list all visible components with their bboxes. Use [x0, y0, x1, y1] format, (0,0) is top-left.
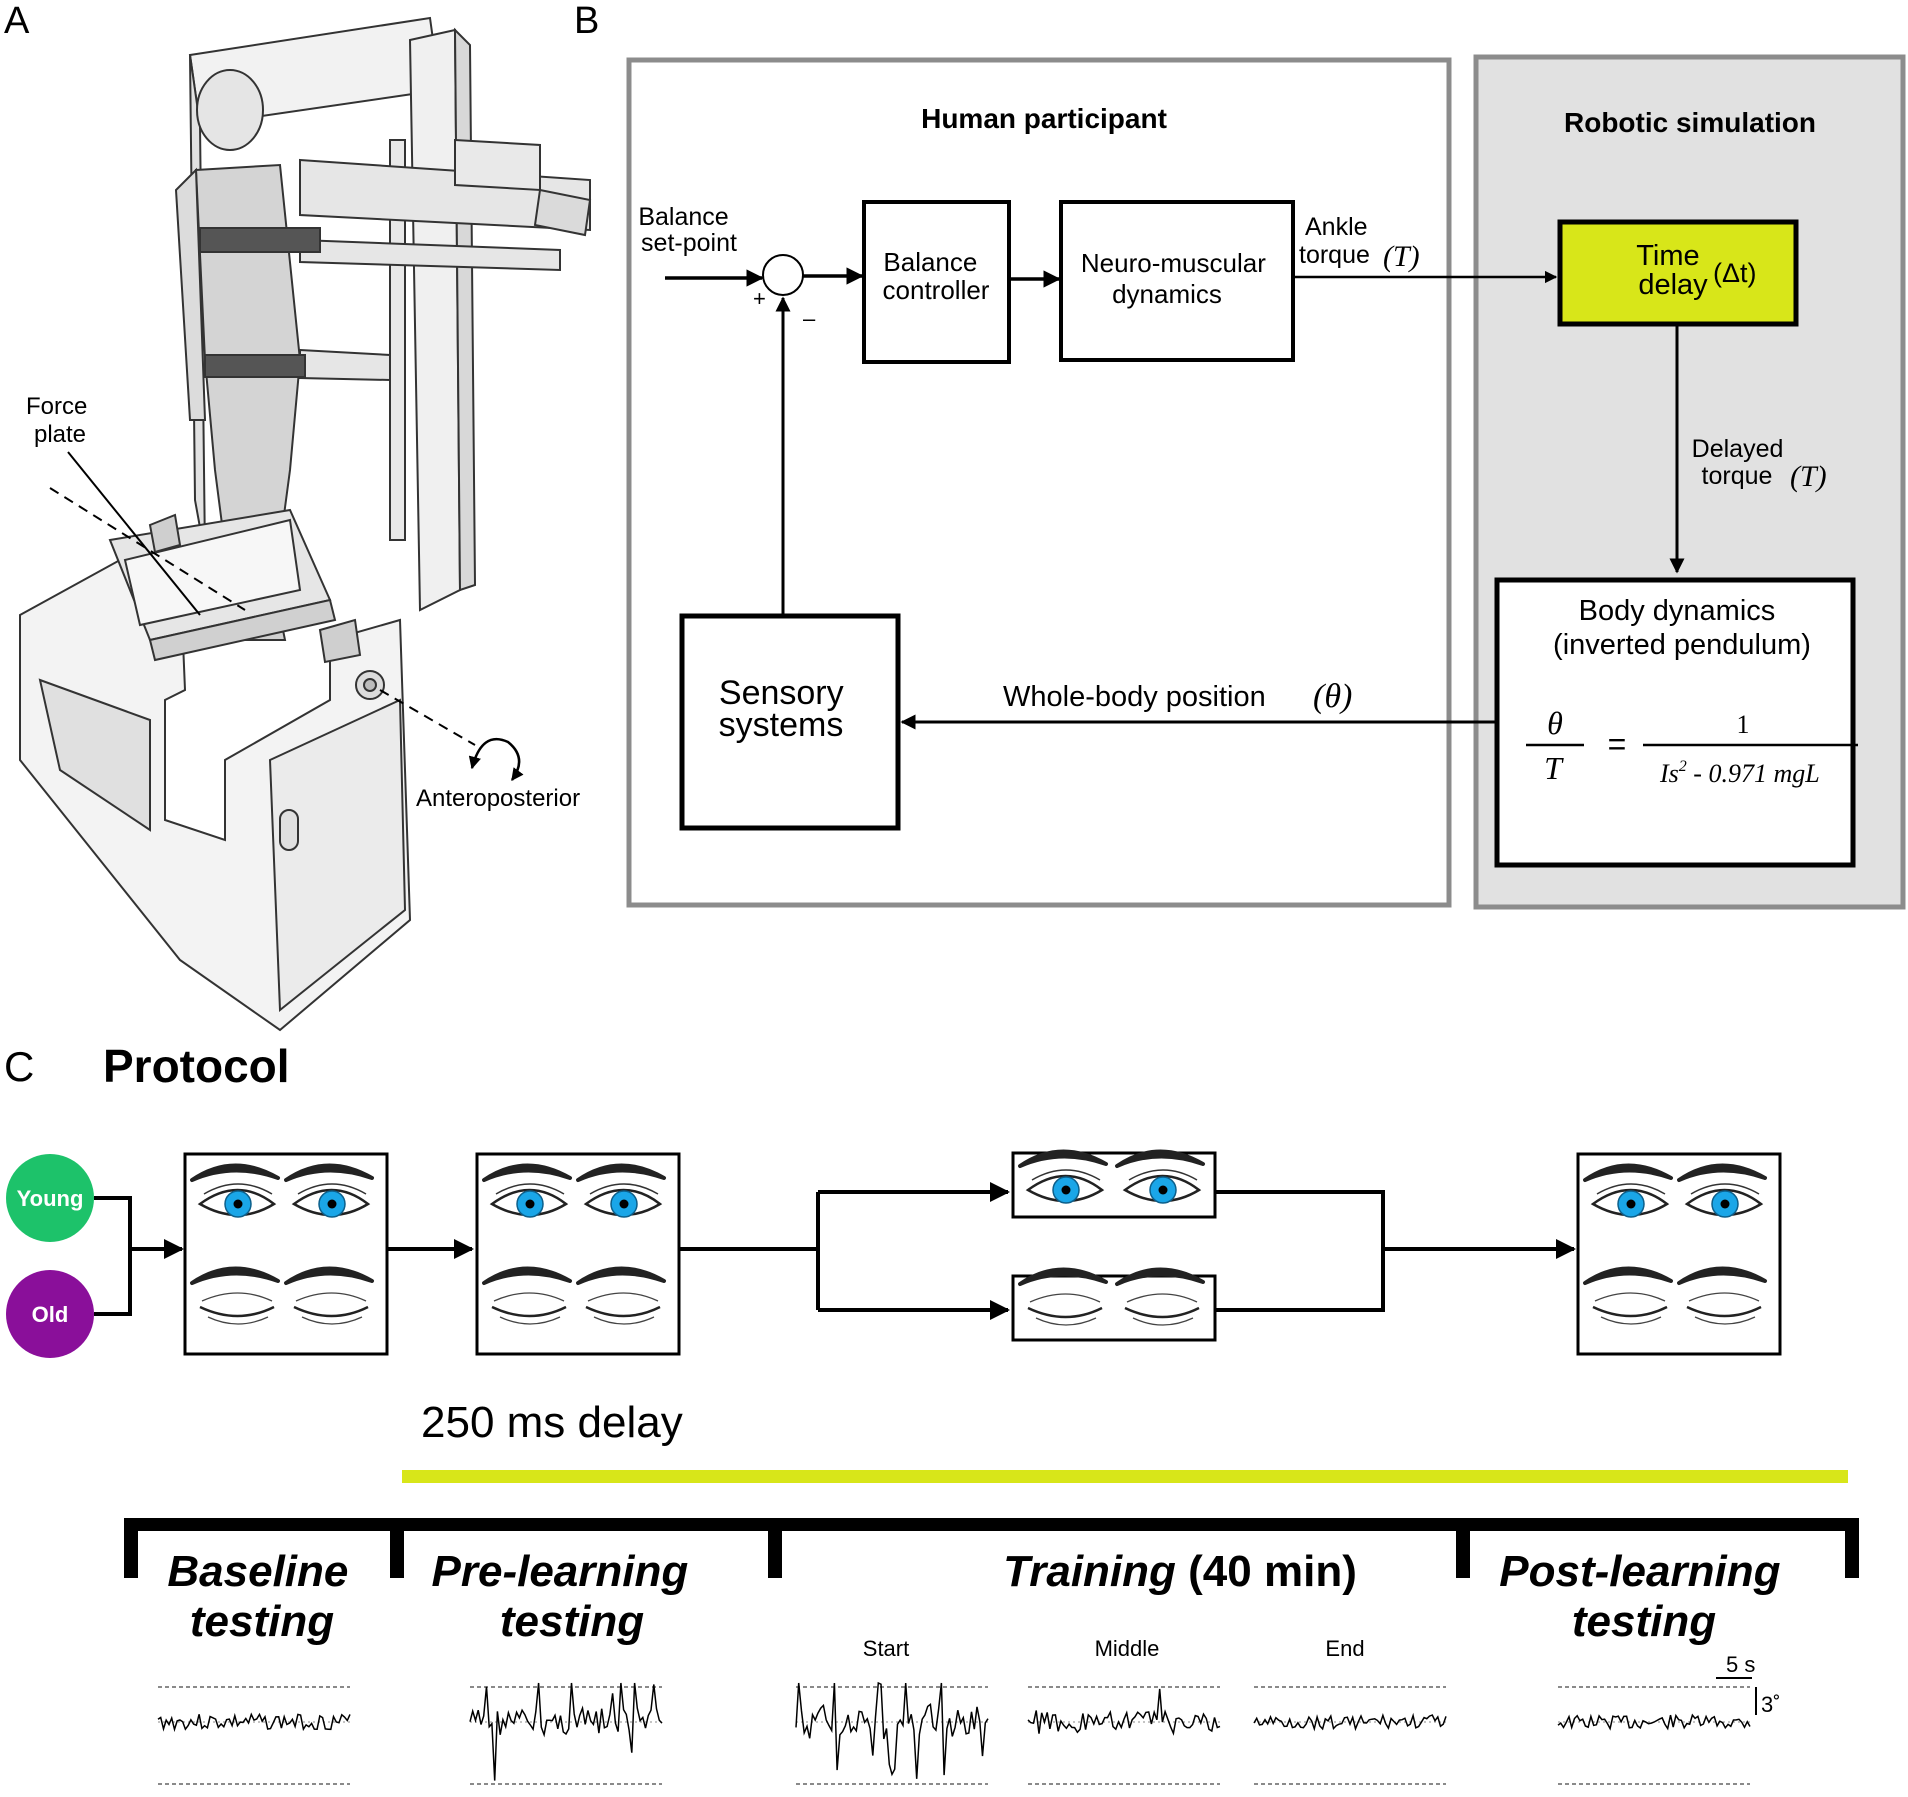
- panel-a-letter: A: [4, 0, 30, 42]
- time-delay-box: [1557, 219, 1799, 327]
- svg-text:T: T: [1544, 750, 1564, 786]
- sway-trace-end: [1253, 1712, 1447, 1732]
- ankle-torque-label: Ankle torque: [1299, 213, 1375, 269]
- panel-c: C Protocol Young Old: [4, 1040, 1859, 1785]
- summing-junction: [762, 254, 804, 296]
- delay-label: 250 ms delay: [421, 1398, 683, 1447]
- training-eyes-open-box: [1011, 1149, 1217, 1219]
- delay-bar: [402, 1470, 1848, 1483]
- pre-learning-eyes-box: [475, 1152, 681, 1356]
- baseline-eyes-box: [183, 1152, 389, 1356]
- baseline-phase-label: Baseline testing: [167, 1547, 360, 1646]
- panel-c-letter: C: [4, 1043, 34, 1090]
- panel-b-letter: B: [574, 0, 599, 42]
- trace-label-middle: Middle: [1095, 1636, 1160, 1661]
- delayed-torque-label: Delayed torque: [1692, 435, 1791, 490]
- training-eyes-closed-box: [1011, 1267, 1217, 1342]
- neuromuscular-label: Neuro-muscular dynamics: [1081, 248, 1273, 309]
- old-group-circle: [6, 1270, 94, 1358]
- trace-label-end: End: [1325, 1636, 1364, 1661]
- balance-controller-label: Balance controller: [883, 247, 990, 305]
- ankle-torque-symbol: (T): [1383, 240, 1420, 273]
- sway-trace-baseline: [157, 1712, 351, 1733]
- svg-text:1: 1: [1737, 710, 1750, 739]
- panel-b: B Human participant Robotic simulation B…: [574, 0, 1906, 910]
- scale-time-label: 5 s: [1726, 1652, 1755, 1677]
- svg-text:=: =: [1608, 726, 1627, 762]
- rotation-arrow-icon: [468, 737, 524, 782]
- sway-trace-post: [1557, 1713, 1751, 1731]
- force-plate-pointer: [67, 451, 201, 616]
- sway-trace-middle: [1027, 1688, 1221, 1736]
- anteroposterior-label: Anteroposterior: [416, 785, 580, 812]
- minus-sign: –: [803, 306, 816, 331]
- sensory-systems-label: Sensory systems: [719, 674, 853, 744]
- scale-bar: 5 s 3˚: [1716, 1652, 1781, 1717]
- svg-text:θ: θ: [1547, 705, 1563, 741]
- ap-axis-dashed-line-front: [379, 689, 476, 746]
- delayed-torque-symbol: (T): [1790, 460, 1827, 493]
- training-phase-label: Training (40 min): [1003, 1547, 1357, 1596]
- human-participant-title: Human participant: [921, 103, 1167, 134]
- ap-axis-dashed-line-back: [49, 487, 246, 611]
- pre-learning-phase-label: Pre-learning testing: [432, 1547, 701, 1646]
- timeline-bracket: [124, 1518, 1859, 1578]
- protocol-title: Protocol: [103, 1040, 290, 1092]
- young-group-circle: [6, 1154, 94, 1242]
- sway-trace-pre: [469, 1682, 663, 1781]
- trace-label-start: Start: [863, 1636, 909, 1661]
- balance-controller-box: [862, 200, 1011, 364]
- old-group-label: Old: [32, 1302, 69, 1327]
- young-group-label: Young: [17, 1186, 84, 1211]
- time-delay-label: Time delay: [1636, 240, 1708, 301]
- whole-body-position-label: Whole-body position: [1003, 681, 1266, 713]
- robotic-balance-platform-illustration: [19, 16, 592, 1032]
- plus-sign: +: [753, 286, 766, 311]
- theta-symbol: (θ): [1313, 678, 1352, 715]
- robotic-simulation-title: Robotic simulation: [1564, 107, 1816, 138]
- protocol-flow-lines: [94, 1182, 1576, 1320]
- sway-trace-start: [795, 1681, 989, 1779]
- scale-angle-label: 3˚: [1761, 1692, 1781, 1717]
- force-plate-label: Force plate: [26, 393, 94, 448]
- panel-a: A: [4, 0, 592, 1032]
- body-dynamics-label: Body dynamics (inverted pendulum): [1553, 595, 1811, 661]
- svg-text:Is2 - 0.971 mgL: Is2 - 0.971 mgL: [1659, 758, 1820, 788]
- neuromuscular-box: [1059, 200, 1295, 362]
- sway-traces: [157, 1681, 1751, 1785]
- transfer-function-equation: θ T = 1 Is2 - 0.971 mgL: [1526, 705, 1858, 788]
- sensory-systems-box: [679, 613, 901, 831]
- delta-t-symbol: (Δt): [1713, 258, 1757, 288]
- balance-setpoint-label: Balance set-point: [638, 203, 737, 257]
- post-learning-phase-label: Post-learning testing: [1499, 1547, 1792, 1646]
- post-learning-eyes-box: [1576, 1152, 1782, 1356]
